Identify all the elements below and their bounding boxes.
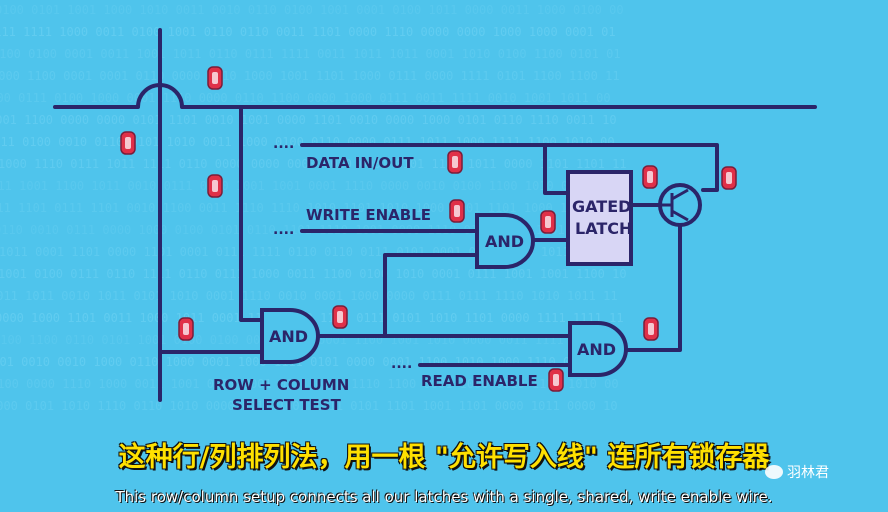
data-in-out-wire <box>300 143 719 192</box>
binary-row: 1000 1110 0111 1011 1111 0110 0000 0000 … <box>0 157 627 171</box>
wechat-icon <box>765 465 783 479</box>
row-column-label-line1: ROW + COLUMN <box>213 376 349 394</box>
gated-label: GATED <box>572 197 631 216</box>
data-to-latch-wire <box>543 143 570 195</box>
transistor-to-and-wire <box>626 220 682 352</box>
watermark-text: 羽林君 <box>787 465 829 481</box>
binary-row: 1001 0100 0111 0110 1111 0110 0111 1000 … <box>0 267 627 281</box>
write-dots: .... <box>273 222 294 238</box>
binary-row: 0100 0101 1001 1000 1010 0011 0010 0110 … <box>0 3 624 17</box>
bit-zero-icon <box>548 368 564 392</box>
binary-row: 0111 1111 1000 0011 0100 1001 0110 0110 … <box>0 25 616 39</box>
binary-row: 1011 1011 0010 1011 0101 1010 0001 1110 … <box>0 289 618 303</box>
bit-zero-icon <box>643 317 659 341</box>
row-to-and-wire <box>239 105 264 322</box>
read-enable-label: READ ENABLE <box>421 372 538 390</box>
bit-zero-icon <box>447 150 463 174</box>
bit-zero-icon <box>207 174 223 198</box>
bit-zero-icon <box>449 199 465 223</box>
read-dots: .... <box>391 356 412 372</box>
transistor-base <box>662 188 689 222</box>
binary-row: 1000 0101 1010 1110 0110 1010 0000 0111 … <box>0 399 618 413</box>
bit-zero-icon <box>120 131 136 155</box>
write-enable-label: WRITE ENABLE <box>306 206 431 224</box>
bit-zero-icon <box>721 166 737 190</box>
binary-row: 0001 1100 0000 0000 0101 1101 0010 1001 … <box>0 113 617 127</box>
bit-zero-icon <box>178 317 194 341</box>
bit-zero-icon <box>540 210 556 234</box>
binary-row: 1100 0100 0001 0011 1001 1011 0110 0111 … <box>0 47 621 61</box>
bit-zero-icon <box>642 165 658 189</box>
and-gate-read <box>568 321 628 377</box>
and-label-write: AND <box>485 232 524 251</box>
transistor-icon <box>658 183 702 227</box>
binary-row: 1000 0111 0100 1000 0001 1110 0000 0110 … <box>0 91 611 105</box>
and-gate-select <box>260 308 320 364</box>
bit-zero-tokens <box>120 66 737 392</box>
subtitle-chinese: 这种行/列排列法，用一根 "允许写入线" 连所有锁存器 <box>118 442 770 473</box>
binary-row: 0111 1001 1100 1011 0010 0111 0110 1001 … <box>0 179 612 193</box>
watermark: 羽林君 <box>765 462 829 482</box>
and-gate-write <box>475 213 535 269</box>
binary-row: 1000 1100 0001 0001 0110 0000 0110 1000 … <box>0 69 620 83</box>
gated-latch-box <box>566 170 633 266</box>
select-branch-wire <box>383 253 479 338</box>
latch-label: LATCH <box>575 219 632 238</box>
row-column-label-line2: SELECT TEST <box>232 396 342 414</box>
binary-background: 0100 0101 1001 1000 1010 0011 0010 0110 … <box>0 3 628 413</box>
and-label-read: AND <box>577 340 616 359</box>
bit-zero-icon <box>332 305 348 329</box>
bit-zero-icon <box>207 66 223 90</box>
binary-row: 0100 0000 1110 1000 0011 1001 0001 0001 … <box>0 377 619 391</box>
data-in-out-label: DATA IN/OUT <box>306 154 414 172</box>
data-dots: .... <box>273 136 294 152</box>
subtitle-english: This row/column setup connects all our l… <box>115 488 773 506</box>
and-label-select: AND <box>269 327 308 346</box>
